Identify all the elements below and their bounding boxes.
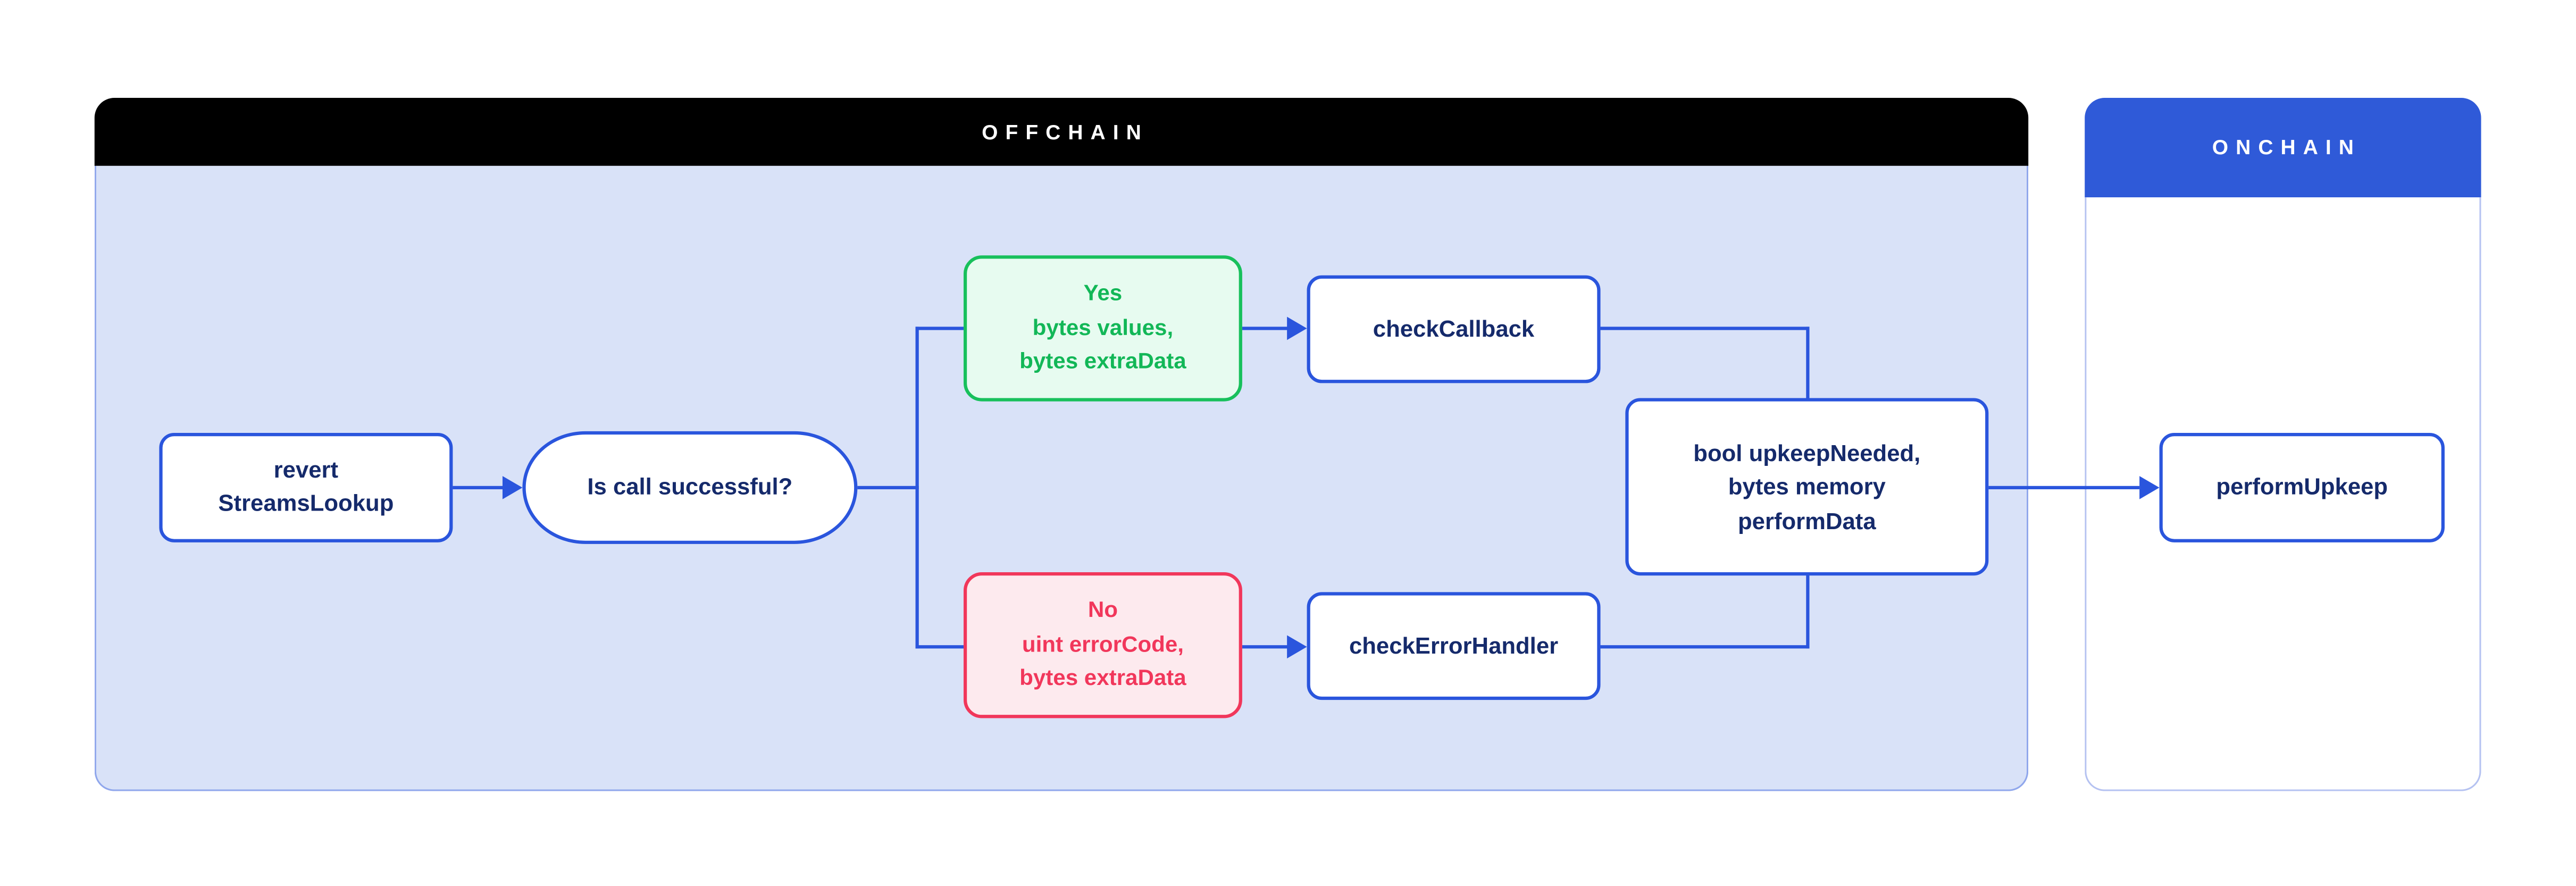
onchain-panel-header: ONCHAIN [2085,98,2481,198]
node-revert-line-1: revert [273,456,339,483]
arrowhead-yes-to-checkcallback [1287,316,1307,340]
node-no-branch: No uint errorCode, bytes extraData [963,572,1242,718]
node-check-callback-label: checkCallback [1373,314,1535,341]
edge-branch-to-no [915,645,964,649]
arrowhead-revert-to-decision [502,476,523,499]
edge-checkcallback-to-result-vertical [1806,327,1810,400]
node-check-error-handler-label: checkErrorHandler [1349,631,1559,658]
edge-decision-to-branch [857,486,919,490]
node-upkeep-result: bool upkeepNeeded, bytes memory performD… [1625,398,1989,576]
node-is-call-successful-label: Is call successful? [587,473,793,500]
node-upkeep-result-line-2: bytes memory [1728,473,1886,500]
edge-result-to-performupkeep [1988,486,2140,490]
node-check-callback: checkCallback [1307,275,1601,383]
node-is-call-successful: Is call successful? [522,431,858,544]
node-no-line-1: No [1088,596,1118,622]
offchain-panel-header: OFFCHAIN [94,98,2029,166]
node-no-line-2: uint errorCode, [1022,631,1184,656]
edge-checkerrorhandler-to-result-vertical [1806,574,1810,649]
edge-checkcallback-to-result-horizontal [1600,327,1810,330]
edge-yes-to-checkcallback [1242,327,1289,330]
node-yes-line-1: Yes [1083,279,1123,305]
node-yes-branch: Yes bytes values, bytes extraData [963,255,1242,402]
node-perform-upkeep: performUpkeep [2159,432,2445,542]
arrowhead-result-to-performupkeep [2139,476,2160,499]
offchain-panel-title: OFFCHAIN [982,120,1149,144]
node-revert-line-2: StreamsLookup [218,489,394,516]
node-upkeep-result-line-1: bool upkeepNeeded, [1693,439,1921,466]
node-upkeep-result-line-3: performData [1738,507,1876,534]
edge-revert-to-decision [453,486,505,490]
node-yes-line-3: bytes extraData [1019,349,1186,374]
onchain-panel-title: ONCHAIN [2212,136,2362,160]
edge-checkerrorhandler-to-result-horizontal [1600,645,1810,649]
node-yes-line-2: bytes values, [1032,314,1174,339]
edge-branch-to-yes [915,327,964,330]
node-no-line-3: bytes extraData [1019,666,1186,691]
node-revert-streams-lookup: revert StreamsLookup [159,432,453,542]
arrowhead-no-to-checkerrorhandler [1287,635,1307,659]
node-check-error-handler: checkErrorHandler [1307,592,1601,700]
node-perform-upkeep-label: performUpkeep [2216,473,2388,500]
edge-no-to-checkerrorhandler [1242,645,1289,649]
edge-branch-vertical [915,327,919,649]
